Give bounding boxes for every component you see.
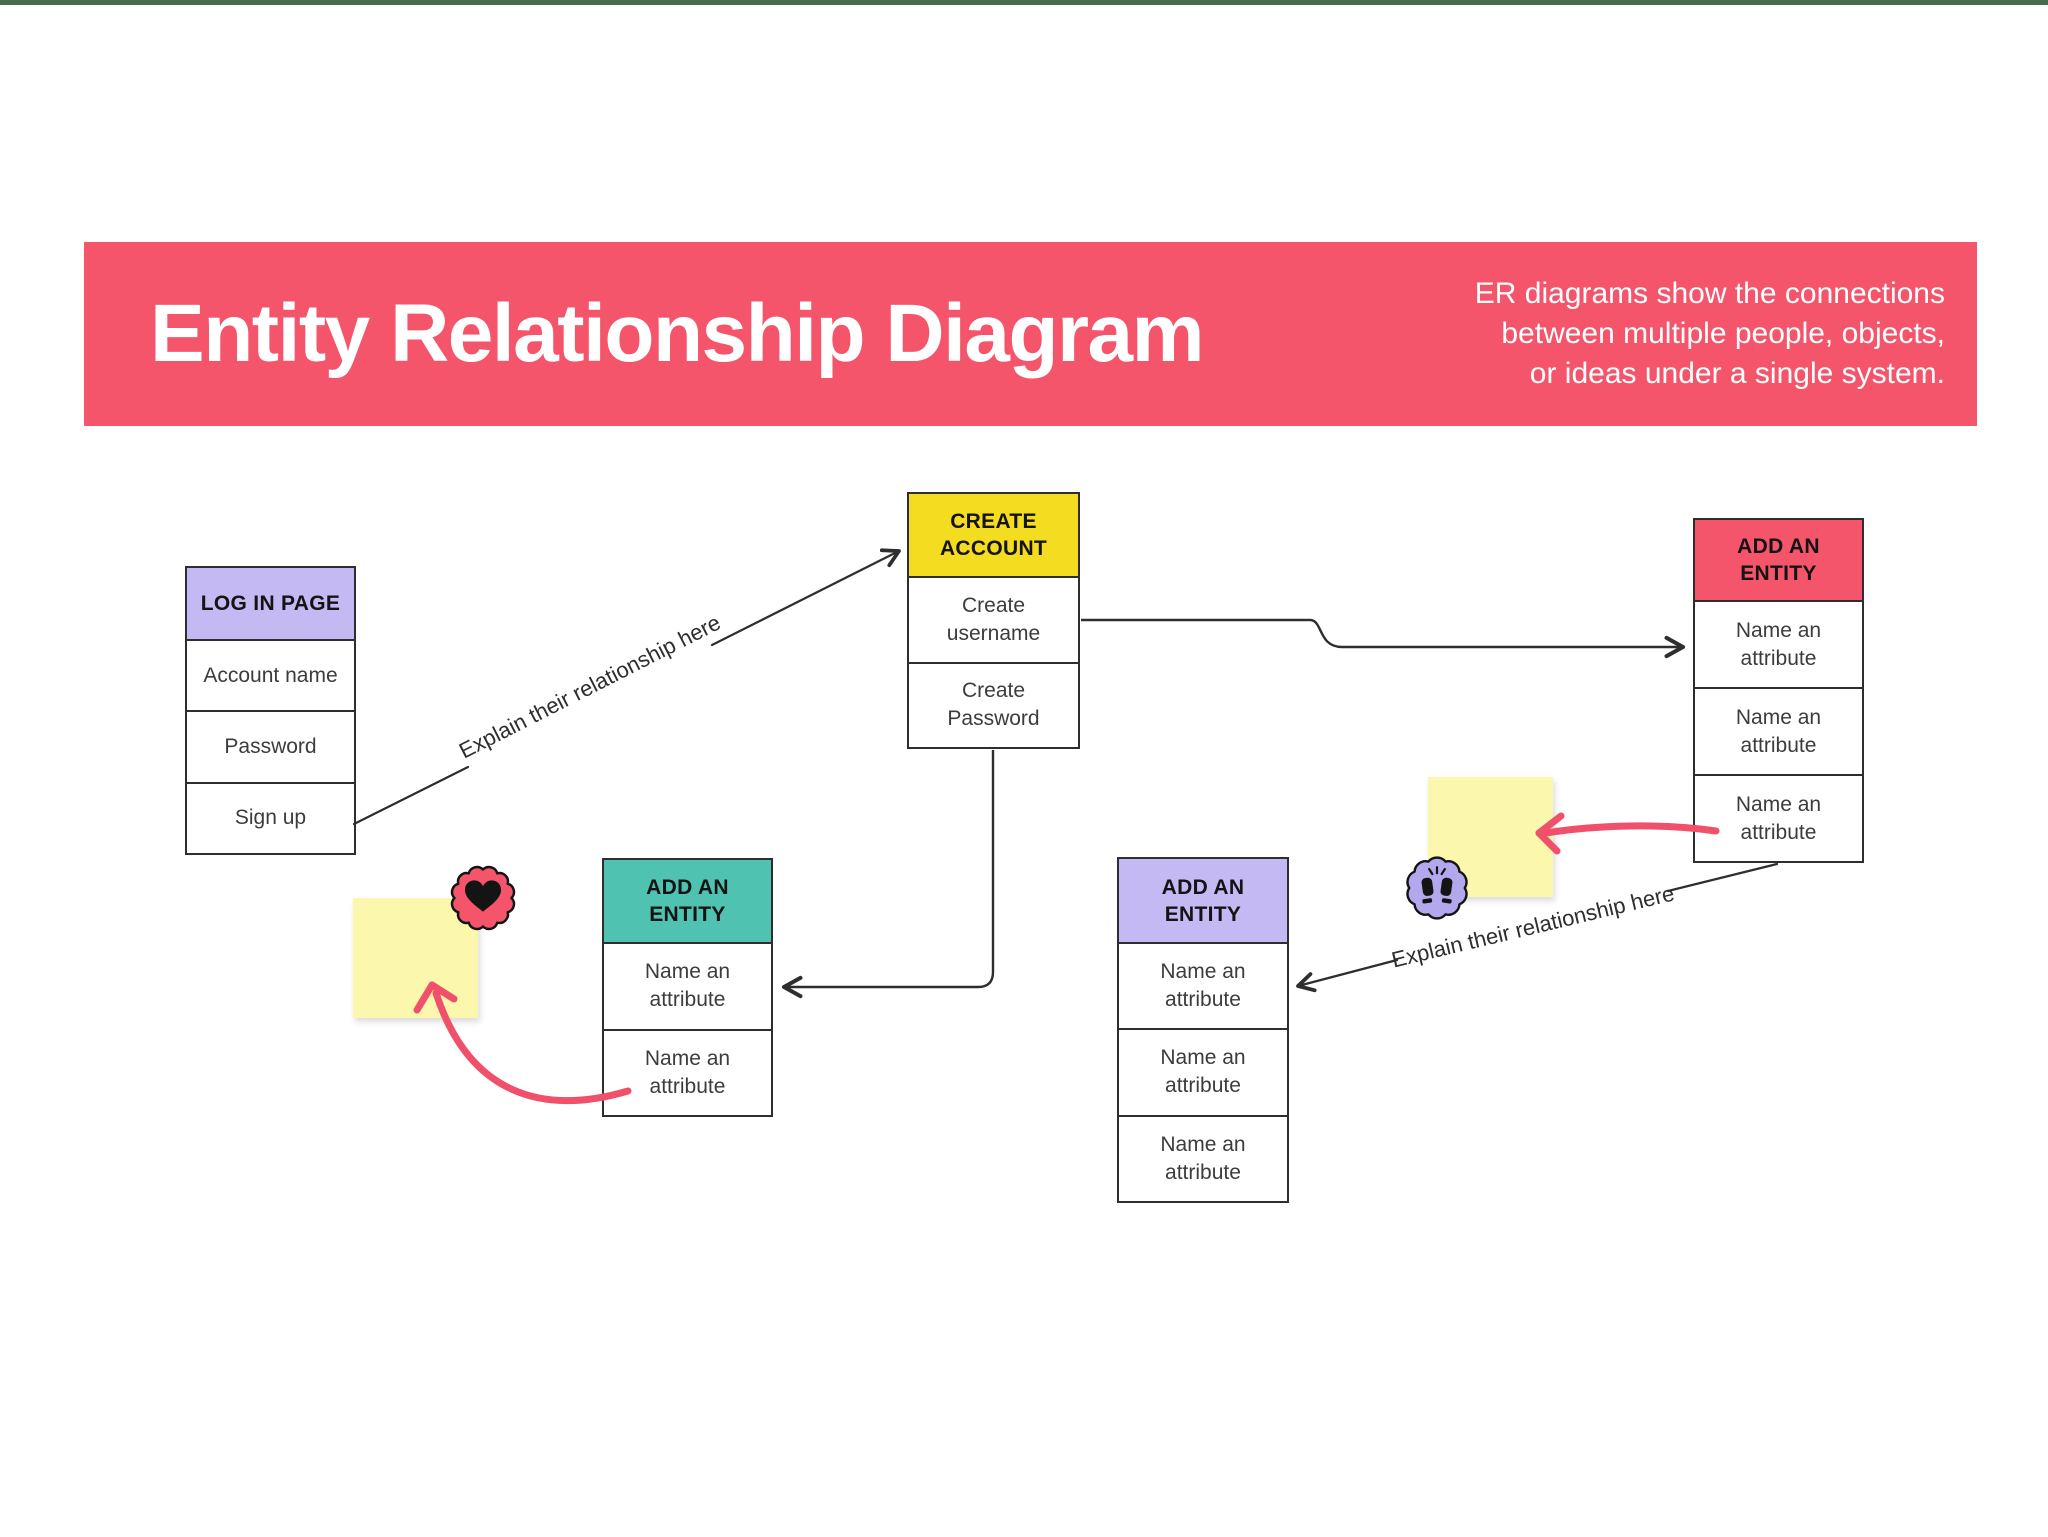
entity-row-account-name[interactable]: Account name	[187, 639, 354, 710]
connector-create-teal	[781, 750, 995, 999]
entity-row-attribute[interactable]: Name an attribute	[604, 942, 771, 1029]
entity-header[interactable]: ADD AN ENTITY	[1695, 520, 1862, 600]
connector-create-right	[1081, 618, 1686, 659]
entity-row-attribute[interactable]: Name an attribute	[1119, 1114, 1287, 1201]
title-banner: Entity Relationship Diagram ER diagrams …	[84, 242, 1977, 426]
connector-login-create	[352, 548, 901, 826]
relationship-label-left[interactable]: Explain their relationship here	[454, 609, 725, 764]
clap-badge[interactable]	[1400, 851, 1474, 930]
entity-row-attribute[interactable]: Name an attribute	[1695, 687, 1862, 774]
raised-hands-icon	[1406, 856, 1468, 920]
entity-row-attribute[interactable]: Name an attribute	[1119, 942, 1287, 1028]
banner-description: ER diagrams show the connections between…	[1475, 274, 1945, 394]
entity-header[interactable]: ADD AN ENTITY	[604, 860, 771, 942]
entity-add-right[interactable]: ADD AN ENTITY Name an attribute Name an …	[1693, 518, 1864, 863]
entity-login-page[interactable]: LOG IN PAGE Account name Password Sign u…	[185, 566, 356, 855]
entity-row-attribute[interactable]: Name an attribute	[1695, 774, 1862, 861]
entity-add-middle[interactable]: ADD AN ENTITY Name an attribute Name an …	[1117, 857, 1289, 1203]
entity-row-create-password[interactable]: Create Password	[909, 661, 1078, 748]
pink-arrow-right[interactable]	[1535, 812, 1720, 855]
entity-header[interactable]: LOG IN PAGE	[187, 568, 354, 639]
banner-description-line: or ideas under a single system.	[1529, 357, 1945, 390]
entity-row-attribute[interactable]: Name an attribute	[604, 1028, 771, 1116]
heart-badge[interactable]	[445, 860, 521, 941]
entity-create-account[interactable]: CREATE ACCOUNT Create username Create Pa…	[907, 492, 1080, 749]
heart-icon	[450, 865, 516, 931]
banner-description-line: ER diagrams show the connections	[1474, 277, 1945, 310]
entity-row-create-username[interactable]: Create username	[909, 576, 1078, 662]
page-title: Entity Relationship Diagram	[150, 288, 1205, 379]
entity-row-sign-up[interactable]: Sign up	[187, 781, 354, 853]
entity-add-teal[interactable]: ADD AN ENTITY Name an attribute Name an …	[602, 858, 773, 1117]
banner-description-line: between multiple people, objects,	[1501, 317, 1945, 350]
top-accent-bar	[0, 0, 2048, 5]
entity-header[interactable]: CREATE ACCOUNT	[909, 494, 1078, 576]
entity-row-attribute[interactable]: Name an attribute	[1119, 1028, 1287, 1114]
entity-row-password[interactable]: Password	[187, 710, 354, 781]
entity-row-attribute[interactable]: Name an attribute	[1695, 600, 1862, 687]
entity-header[interactable]: ADD AN ENTITY	[1119, 859, 1287, 942]
